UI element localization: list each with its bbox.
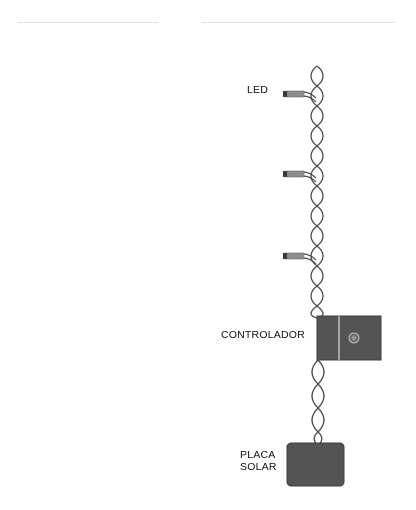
led-2 bbox=[283, 170, 317, 183]
controller-button-center-icon bbox=[352, 336, 356, 340]
led-3 bbox=[283, 252, 317, 265]
twisted-wire-lower bbox=[311, 359, 325, 447]
solar-panel-label-line1: PLACA bbox=[240, 449, 276, 461]
twisted-wire-upper bbox=[310, 65, 324, 319]
top-rule-right bbox=[202, 22, 396, 23]
led-1 bbox=[283, 90, 317, 103]
controller-box bbox=[316, 315, 382, 361]
controller-label: CONTROLADOR bbox=[221, 329, 305, 341]
led-label: LED bbox=[247, 84, 269, 96]
solar-panel-label-line2: SOLAR bbox=[240, 461, 277, 473]
top-rule-left bbox=[18, 22, 158, 23]
solar-panel bbox=[286, 442, 345, 487]
solar-panel-label: PLACA SOLAR bbox=[240, 449, 300, 473]
